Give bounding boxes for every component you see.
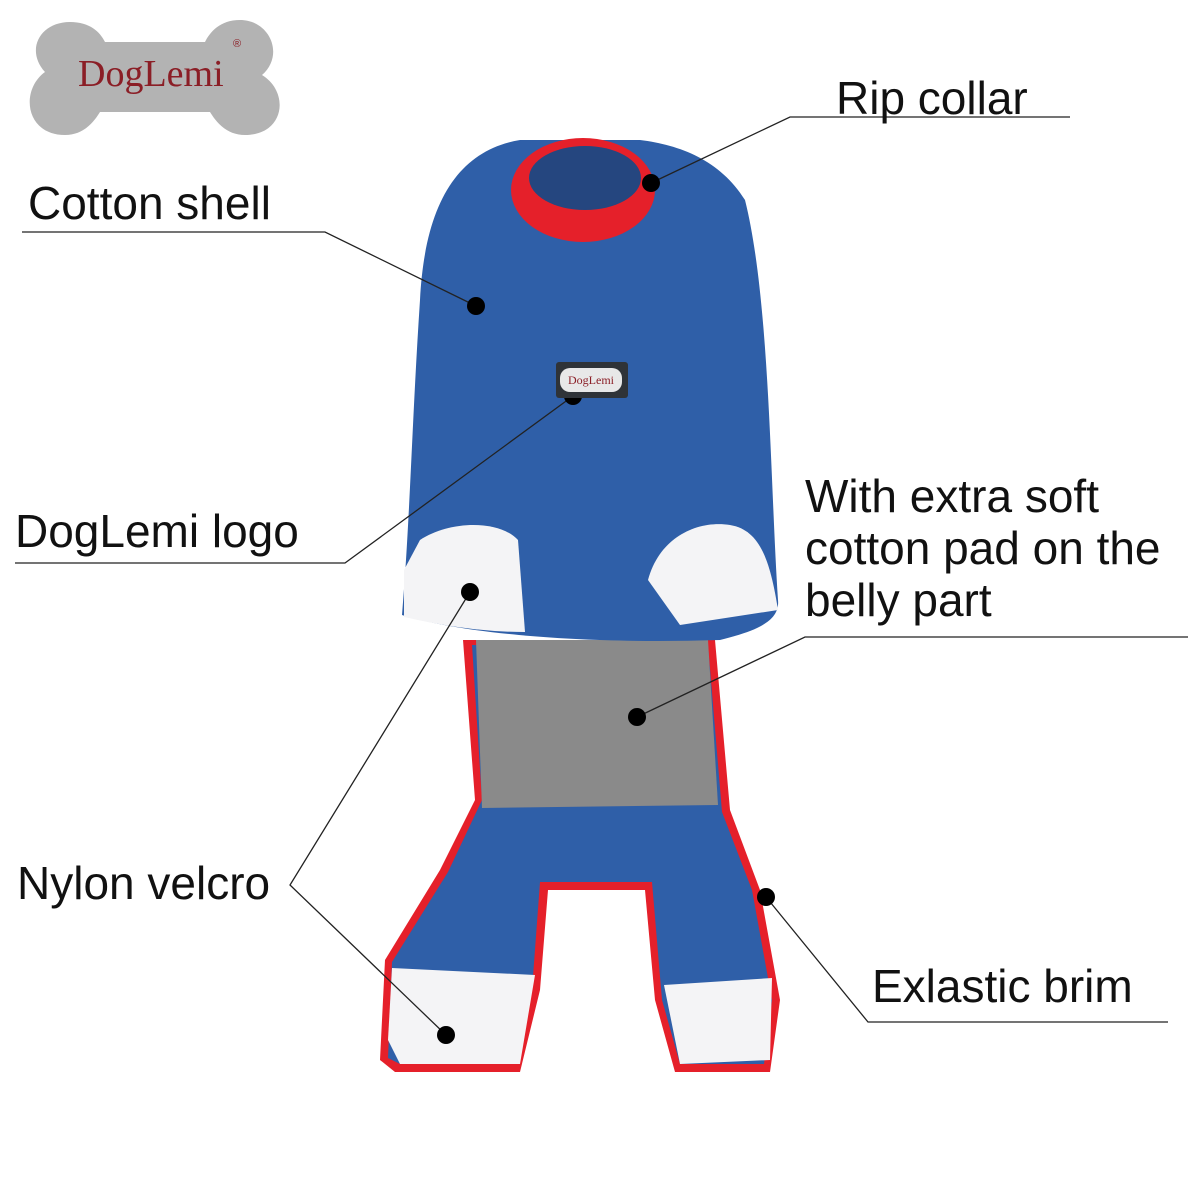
dot-velcro-bottom (437, 1026, 455, 1044)
leader-brim (765, 896, 1168, 1023)
leader-cotton-shell (22, 231, 477, 307)
brand-logo-text: DogLemi (78, 53, 224, 95)
velcro-pad-bottom-left (388, 968, 535, 1064)
leader-velcro (289, 591, 471, 1036)
label-brim: Exlastic brim (872, 960, 1133, 1012)
label-velcro: Nylon velcro (17, 857, 271, 909)
dot-belly (628, 708, 646, 726)
collar-opening (529, 146, 641, 210)
label-belly-line-1: With extra soft (805, 470, 1099, 522)
label-cotton-shell: Cotton shell (28, 177, 271, 229)
brand-logo-bone (29, 20, 280, 135)
dot-velcro-top (461, 583, 479, 601)
leader-logo (15, 395, 574, 564)
label-rip-collar: Rip collar (836, 72, 1028, 124)
velcro-patch-right (648, 524, 778, 625)
garment-logo-tag: DogLemi (556, 362, 628, 398)
velcro-pad-bottom-right (664, 978, 772, 1064)
dot-brim (757, 888, 775, 906)
leader-lines (15, 116, 1188, 1036)
garment-tag-text: DogLemi (560, 368, 622, 392)
label-belly-line-3: belly part (805, 574, 992, 626)
registered-mark: ® (233, 38, 242, 50)
label-belly-line-2: cotton pad on the (805, 522, 1161, 574)
label-logo: DogLemi logo (15, 505, 299, 557)
dot-cotton-shell (467, 297, 485, 315)
leader-rip-collar (650, 116, 1070, 184)
belly-pad (476, 640, 718, 808)
leader-belly (636, 636, 1188, 718)
dot-rip-collar (642, 174, 660, 192)
velcro-patch-left (404, 525, 525, 632)
callout-dots (437, 174, 775, 1044)
